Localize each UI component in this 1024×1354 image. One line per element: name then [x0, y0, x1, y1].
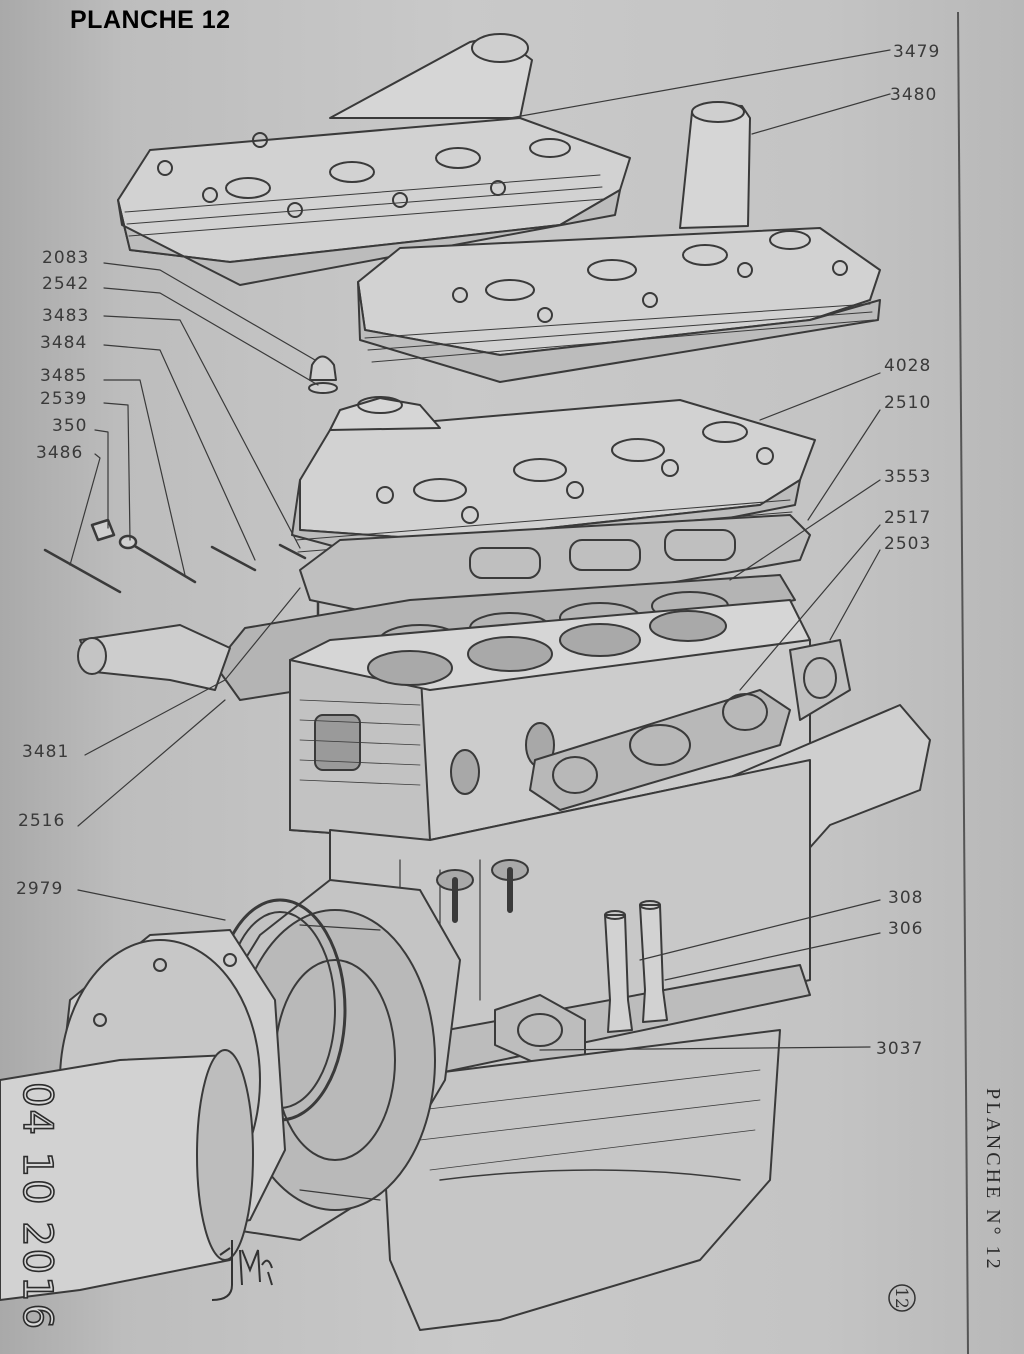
callout-2539: 2539: [40, 389, 87, 409]
page-margin-line: [957, 11, 969, 1354]
callout-3037: 3037: [876, 1039, 923, 1059]
side-plate-title: PLANCHE N° 12: [982, 1088, 1004, 1272]
callout-2503: 2503: [884, 534, 931, 554]
callout-2542: 2542: [42, 274, 89, 294]
oil-sump: [379, 1029, 781, 1331]
plate-title: PLANCHE 12: [70, 6, 231, 34]
callout-308: 308: [888, 888, 923, 908]
callout-3480: 3480: [890, 85, 937, 105]
callout-306: 306: [888, 919, 923, 939]
date-stamp: 04 10 2016: [13, 1081, 61, 1332]
callout-2510: 2510: [884, 393, 931, 413]
callout-3485: 3485: [40, 366, 87, 386]
rocker-cover-left: [117, 33, 631, 286]
acorn-nut: [308, 355, 338, 394]
callout-2979: 2979: [16, 879, 63, 899]
flange-gasket: [494, 994, 586, 1066]
callout-3484: 3484: [40, 333, 87, 353]
callout-3553: 3553: [884, 467, 931, 487]
page-number: 12: [891, 1287, 911, 1309]
page-number-badge: 12: [888, 1284, 916, 1312]
callout-3481: 3481: [22, 742, 69, 762]
callout-labels: 3479 3480 2083 2542 3483 3484 3485 2539 …: [16, 42, 940, 1059]
manifold-gasket: [529, 639, 851, 811]
leader-lines: [69, 49, 891, 1051]
water-outlet-pipe: [77, 624, 231, 691]
clutch-cover: [0, 929, 286, 1301]
callout-4028: 4028: [884, 356, 931, 376]
callout-2517: 2517: [884, 508, 931, 528]
callout-3483: 3483: [42, 306, 89, 326]
callout-2083: 2083: [42, 248, 89, 268]
callout-3479: 3479: [893, 42, 940, 62]
callout-350: 350: [52, 416, 87, 436]
callout-3486: 3486: [36, 443, 83, 463]
cylinder-block: [289, 599, 811, 841]
rocker-cover-right: [357, 101, 881, 383]
artist-signature: [211, 1240, 273, 1301]
spark-plugs: [604, 900, 668, 1033]
rocker-gasket: [299, 514, 811, 626]
callout-2516: 2516: [18, 811, 65, 831]
